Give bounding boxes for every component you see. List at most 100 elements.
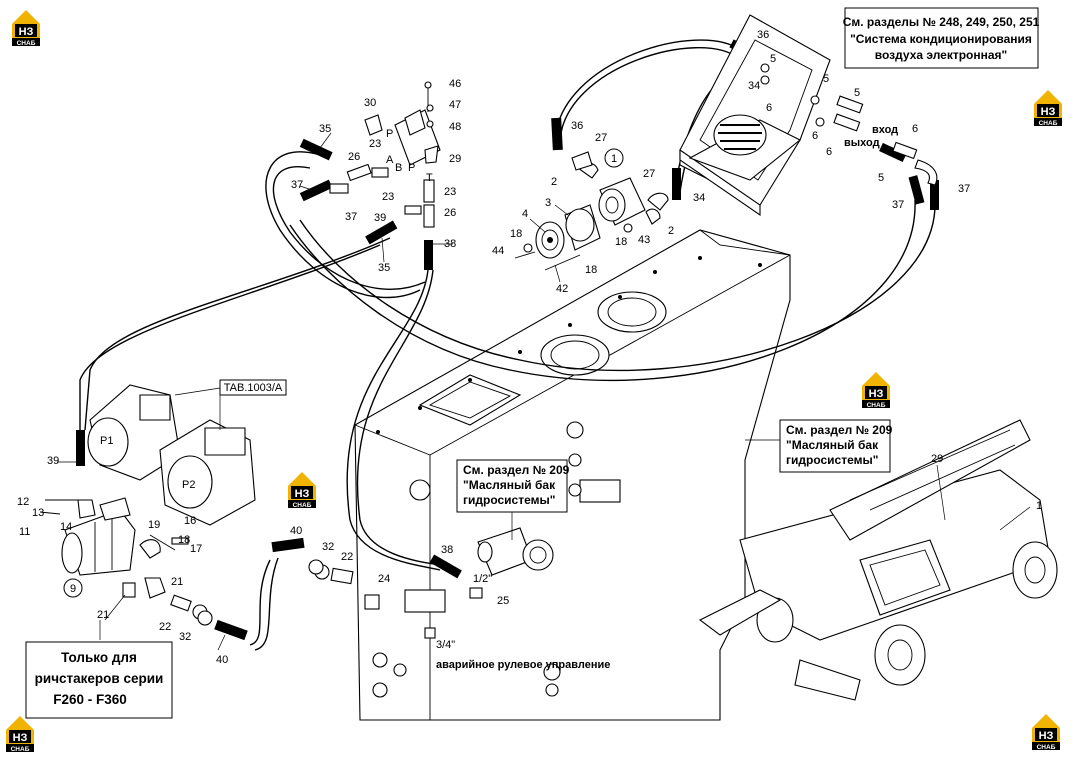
callout: 35 — [378, 262, 390, 274]
hose-37-right — [299, 199, 936, 372]
pump-assembly — [514, 151, 669, 271]
label-inlet: вход — [872, 124, 898, 136]
callouts: 1 2 2 3 4 5 5 5 5 6 6 6 6 9 11 12 13 14 … — [17, 29, 1042, 666]
callout: 36 — [757, 29, 769, 41]
port-label: P1 — [100, 435, 113, 447]
port-label: T — [426, 172, 433, 184]
note-ac-line-2: "Система кондиционирования — [850, 32, 1032, 46]
oil-tank — [354, 229, 791, 721]
note-tank-center-line-1: См. раздел № 209 — [463, 463, 570, 477]
machine-wheels — [756, 541, 1058, 686]
callout: 40 — [290, 525, 302, 537]
tank-port-4 — [543, 663, 561, 681]
logo-bottom-text: СНАБ — [11, 746, 30, 753]
callout: 27 — [643, 168, 655, 180]
callout: 37 — [958, 183, 970, 195]
port-label: P2 — [182, 479, 195, 491]
callout: 39 — [47, 455, 59, 467]
note-leaders — [99, 387, 780, 640]
callout: 32 — [179, 631, 191, 643]
callout: 23 — [382, 191, 394, 203]
note-tank-right: См. раздел № 209 "Масляный бак гидросист… — [779, 419, 893, 473]
callout: 2 — [668, 225, 674, 237]
logo-bottom-text: СНАБ — [1037, 744, 1056, 751]
logo-bottom-text: СНАБ — [293, 502, 312, 509]
callout: 40 — [216, 654, 228, 666]
pump-body-1 — [598, 177, 646, 226]
callout: 22 — [341, 551, 353, 563]
pump-hub-4 — [535, 221, 565, 259]
callout: 18 — [510, 228, 522, 240]
callout: 6 — [826, 146, 832, 158]
ac-unit-bracket — [679, 14, 831, 217]
callout: 34 — [748, 80, 760, 92]
machine-cab — [859, 539, 951, 616]
tank-port-2 — [568, 453, 582, 467]
callout: 19 — [148, 519, 160, 531]
callout: 37 — [892, 199, 904, 211]
callout: 25 — [497, 595, 509, 607]
logo-top-right: НЗ СНАБ — [1034, 90, 1062, 127]
callout: 26 — [444, 207, 456, 219]
port-label: P — [408, 162, 415, 174]
note-tank-center-line-2: "Масляный бак — [463, 478, 556, 492]
callout: 11 — [19, 526, 30, 538]
note-tank-center-line-3: гидросистемы" — [463, 493, 555, 507]
note-tank-right-line-3: гидросистемы" — [786, 453, 878, 467]
logo-mid-left: НЗ СНАБ — [288, 472, 316, 509]
logo-top-text: НЗ — [869, 388, 884, 400]
callout: 23 — [444, 186, 456, 198]
note-tank-right-line-2: "Масляный бак — [786, 438, 879, 452]
callout: 44 — [492, 245, 504, 257]
callout: 2 — [551, 176, 557, 188]
callout: 6 — [812, 130, 818, 142]
tab-reference: TAB.1003/A — [219, 379, 287, 396]
callout: 30 — [364, 97, 376, 109]
tank-port-3 — [568, 483, 582, 497]
ac-compressor — [713, 114, 767, 156]
tank-port-8 — [393, 663, 407, 677]
callout: 42 — [556, 283, 568, 295]
callout: 23 — [369, 138, 381, 150]
gear-pump-9 — [61, 497, 136, 576]
callout: 14 — [60, 521, 72, 533]
tank-cover-plate — [418, 374, 522, 426]
callout: 6 — [912, 123, 918, 135]
tank-flange-left — [404, 589, 446, 613]
hose-40 — [249, 559, 271, 646]
note-only-for-line-2: ричстакеров серии — [35, 671, 164, 686]
callout: 4 — [522, 208, 528, 220]
callout: 24 — [378, 573, 390, 585]
callout: 9 — [70, 583, 76, 595]
hose-ac-supply — [554, 39, 741, 141]
callout: 37 — [345, 211, 357, 223]
logo-top-text: НЗ — [1041, 106, 1056, 118]
pump-p1 — [87, 384, 181, 481]
callout: 29 — [931, 453, 943, 465]
callout: 1 — [611, 153, 617, 165]
callout: 35 — [319, 123, 331, 135]
left-small-parts — [39, 499, 483, 639]
flange-elbow — [477, 527, 554, 576]
callout: 37 — [291, 179, 303, 191]
hose-loop-top — [265, 151, 421, 299]
callout: 36 — [571, 120, 583, 132]
logo-bottom-text: СНАБ — [17, 40, 36, 47]
callout: 12 — [17, 496, 29, 508]
ac-fittings — [833, 95, 938, 186]
port-label: B — [395, 162, 402, 174]
pump-p2 — [159, 419, 256, 526]
callout: 22 — [159, 621, 171, 633]
port-label: A — [386, 154, 394, 166]
logo-bottom-right: НЗ СНАБ — [1032, 714, 1060, 751]
callout: 27 — [595, 132, 607, 144]
tank-port-1 — [566, 421, 584, 439]
callout: 16 — [184, 515, 196, 527]
label-outlet: выход — [844, 137, 880, 149]
reachstacker-machine — [698, 419, 1058, 701]
label-thread-three-quarter: 3/4" — [436, 639, 455, 651]
callout: 46 — [449, 78, 461, 90]
callout: 5 — [878, 172, 884, 184]
note-only-for-line-1: Только для — [61, 650, 137, 665]
callout: 1 — [1036, 500, 1042, 512]
